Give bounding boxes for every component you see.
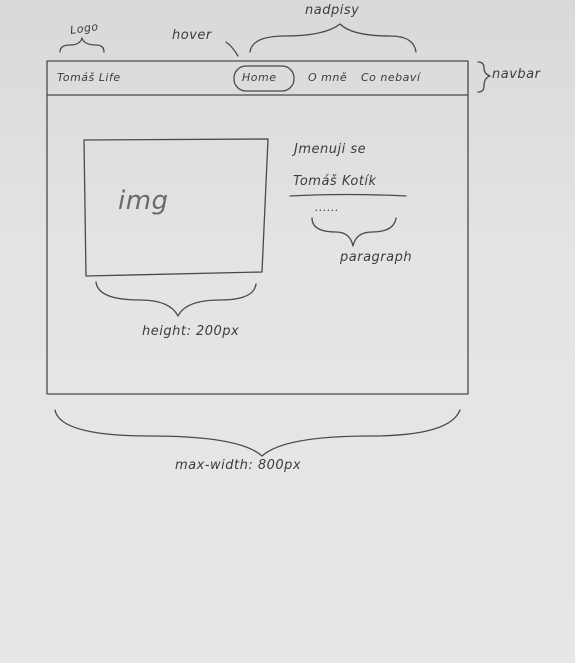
image-placeholder-label: img [118, 186, 169, 216]
logo-brace [59, 37, 105, 53]
navbar-logo-text[interactable]: Tomáš Life [57, 71, 121, 84]
home-hover-oval [233, 65, 295, 92]
max-width-brace [54, 409, 461, 457]
max-width-annotation: max-width: 800px [175, 458, 302, 473]
height-brace [95, 281, 257, 317]
paragraph-annotation: paragraph [340, 250, 413, 265]
page-frame [46, 60, 469, 395]
nadpisy-annotation: nadpisy [305, 3, 360, 18]
paragraph-dots: ...... [315, 201, 339, 214]
hover-arrow [225, 41, 239, 57]
height-annotation: height: 200px [142, 324, 240, 339]
name-text: Tomáš Kotík [293, 174, 377, 189]
nadpisy-brace [249, 23, 417, 53]
paragraph-brace [311, 217, 397, 247]
nav-link-co-nebavi[interactable]: Co nebaví [361, 71, 421, 84]
image-box [83, 138, 269, 277]
name-underline [289, 193, 407, 197]
hover-annotation: hover [172, 28, 212, 43]
intro-line: Jmenuji se [294, 142, 367, 157]
nav-link-home[interactable]: Home [242, 71, 277, 84]
navbar-brace [477, 61, 491, 93]
navbar-annotation: navbar [492, 67, 541, 82]
nav-link-o-mne[interactable]: O mně [308, 71, 348, 84]
